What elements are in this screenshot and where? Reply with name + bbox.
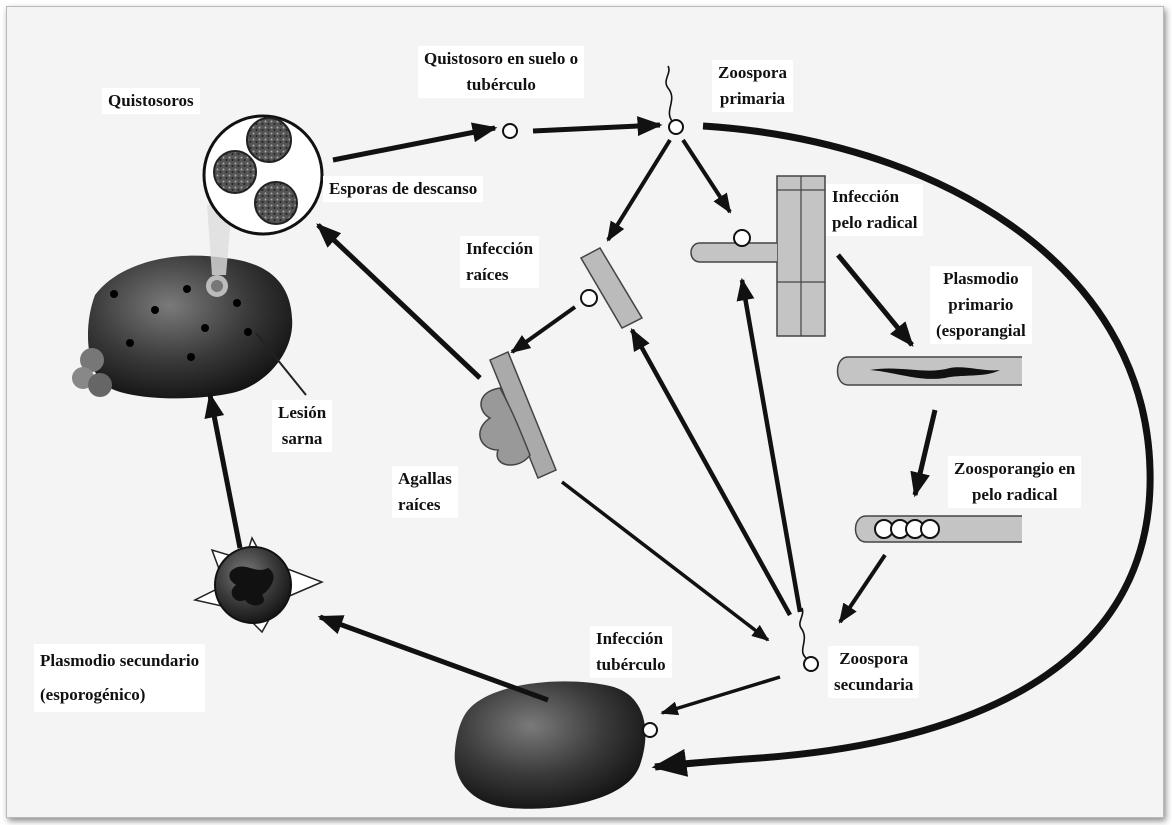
label-line: pelo radical: [832, 210, 917, 236]
arrow-cyst-to-soil: [333, 128, 495, 160]
label-line: pelo radical: [954, 482, 1075, 508]
arrow-secondary-to-root: [632, 330, 790, 615]
label-line: Infección: [596, 626, 666, 652]
label-line: Lesión: [278, 400, 326, 426]
cystosorus-in-soil: [503, 124, 517, 138]
root-gall-image: [480, 352, 556, 478]
root-hair-infection-image: [691, 176, 825, 336]
secondary-plasmodium-image: [195, 538, 322, 632]
label-line: sarna: [278, 426, 326, 452]
arrow-secondary-to-tuber: [662, 677, 780, 713]
label-plasmodio-primario: Plasmodio primario (esporangial: [930, 266, 1032, 344]
label-line: tubérculo: [596, 652, 666, 678]
arrow-gall-to-cysts: [318, 225, 480, 378]
root-infection-image: [581, 248, 642, 328]
label-plasmodio-secundario: Plasmodio secundario (esporogénico): [34, 644, 205, 712]
diseased-tuber-image: [72, 256, 292, 399]
label-zoospora-secundaria: Zoospora secundaria: [828, 646, 919, 698]
label-line: Zoospora: [718, 60, 787, 86]
label-infeccion-pelo: Infección pelo radical: [826, 184, 923, 236]
label-line: Plasmodio: [936, 266, 1026, 292]
primary-plasmodium-image: [838, 357, 1023, 385]
label-line: Agallas: [398, 466, 452, 492]
label-line: secundaria: [834, 672, 913, 698]
label-line: Quistosoro en suelo o: [424, 46, 578, 72]
arrow-roothair-to-plasmodium: [838, 255, 912, 345]
arrow-zoosporangium-to-secondary: [840, 555, 885, 622]
arrow-soil-to-zoospore: [533, 125, 660, 131]
label-lesion-sarna: Lesión sarna: [272, 400, 332, 452]
label-esporas-descanso: Esporas de descanso: [323, 176, 483, 202]
label-zoospora-primaria: Zoospora primaria: [712, 60, 793, 112]
primary-zoospore: [666, 66, 683, 134]
label-line: (esporangial: [936, 318, 1026, 344]
label-line: Quistosoros: [108, 88, 194, 114]
label-line: tubérculo: [424, 72, 578, 98]
label-line: raíces: [398, 492, 452, 518]
label-line: primaria: [718, 86, 787, 112]
label-zoosporangio: Zoosporangio en pelo radical: [948, 456, 1081, 508]
arrow-zoospore-to-root: [608, 140, 670, 240]
label-quistosoros: Quistosoros: [102, 88, 200, 114]
label-line: Esporas de descanso: [329, 176, 477, 202]
label-agallas-raices: Agallas raíces: [392, 466, 458, 518]
label-infeccion-raices: Infección raíces: [460, 236, 539, 288]
label-line: Infección: [466, 236, 533, 262]
cystosori-zoom-circle: [204, 116, 322, 234]
label-infeccion-tuberculo: Infección tubérculo: [590, 626, 672, 678]
arrow-tuber-to-plasmodium: [320, 617, 548, 700]
label-line: (esporogénico): [40, 678, 199, 712]
label-line: Plasmodio secundario: [40, 644, 199, 678]
secondary-zoospore: [800, 608, 818, 671]
arrow-root-to-gall: [512, 307, 575, 352]
arrow-secondary-from-gall: [562, 482, 768, 640]
zoosporangium-image: [856, 516, 1023, 542]
label-line: primario: [936, 292, 1026, 318]
label-line: Zoosporangio en: [954, 456, 1075, 482]
label-line: Zoospora: [834, 646, 913, 672]
label-quistosoro-suelo: Quistosoro en suelo o tubérculo: [418, 46, 584, 98]
infected-tuber-image: [455, 681, 657, 808]
label-line: raíces: [466, 262, 533, 288]
label-line: Infección: [832, 184, 917, 210]
arrow-plasmodium-to-tuber: [210, 395, 240, 548]
arrow-plasmodium-to-zoosporangium: [915, 410, 935, 495]
arrow-zoospore-to-roothair: [683, 140, 730, 212]
